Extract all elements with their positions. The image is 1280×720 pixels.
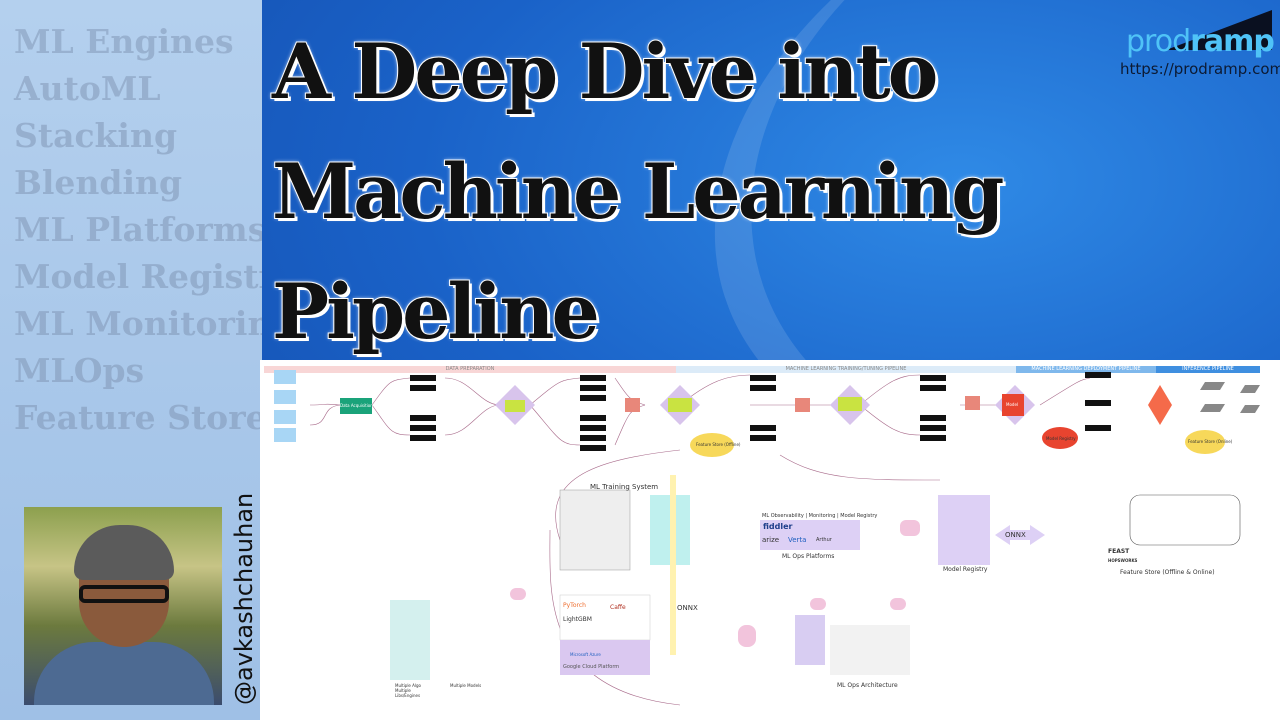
feature-store-online-label: Feature Store (Online) [1188,439,1233,444]
video-title: A Deep Dive into Machine Learning Pipeli… [271,12,1112,372]
keyword: Blending [14,163,183,202]
keyword: Feature Store [14,398,262,437]
keyword: Stacking [14,116,178,155]
section-header: MACHINE LEARNING TRAINING/TUNING PIPELIN… [676,366,1016,373]
title-line: A Deep Dive into [271,26,939,117]
azure-logo: Microsoft Azure [570,652,601,657]
feast-logo: FEAST [1108,548,1130,555]
presenter-photo [24,507,222,705]
title-line: Pipeline [271,266,601,357]
diagram-graphics [274,370,1260,706]
gcp-logo: Google Cloud Platform [563,664,620,670]
arthur-logo: Arthur [816,537,832,543]
observability-label: ML Observability | Monitoring | Model Re… [762,513,878,519]
data-acquisition-node [340,398,372,414]
ml-ops-architecture-label: ML Ops Architecture [837,682,898,689]
logo-url: https://prodramp.com [1120,60,1280,78]
hopsworks-logo: HOPSWORKS [1108,558,1138,563]
fiddler-logo: fiddler [763,522,793,531]
section-header: INFERENCE PIPELINE [1156,366,1260,373]
pytorch-logo: PyTorch [563,602,586,609]
data-acquisition-label: Data Acquisition [340,403,373,408]
keyword: ML Monitoring [14,304,262,343]
multiple-algo-label: Multiple Algo Multiple Libs/Engines [395,683,421,698]
keyword: ML Engines [14,22,234,61]
multiple-models-label: Multiple Models [450,683,482,688]
section-header: DATA PREPARATION [264,366,676,373]
model-registry-node-label: Model Registry [1046,436,1076,441]
keyword: MLOps [14,351,145,390]
ml-pipeline-diagram: DATA PREPARATION MACHINE LEARNING TRAINI… [260,360,1280,720]
model-registry-label: Model Registry [943,566,988,573]
verta-logo: Verta [788,536,807,544]
presenter-handle: @avkashchauhan [230,492,258,705]
ml-training-system-label: ML Training System [590,483,659,491]
onnx-label-2: ONNX [677,604,698,612]
onnx-label: ONNX [1005,531,1026,539]
arize-logo: arize [762,536,780,544]
model-node-label: Model [1006,402,1019,407]
feature-store-label: Feature Store (Offline & Online) [1120,569,1215,576]
model-registry-graphic [938,495,990,565]
title-line: Machine Learning [271,146,1005,237]
section-header: MACHINE LEARNING DEPLOYMENT PIPELINE [1016,366,1156,373]
keyword-sidebar: ML Engines AutoML Stacking Blending ML P… [0,0,262,720]
lightgbm-logo: LightGBM [563,616,592,623]
ml-ops-platforms-label: ML Ops Platforms [782,553,835,560]
caffe-logo: Caffe [610,604,626,611]
feature-store-offline-label: Feature Store (Offline) [696,442,741,447]
logo-ramp-shape [1166,10,1272,50]
keyword: AutoML [14,69,161,108]
keyword: Model Registry [14,257,262,296]
keyword: ML Platforms [14,210,262,249]
